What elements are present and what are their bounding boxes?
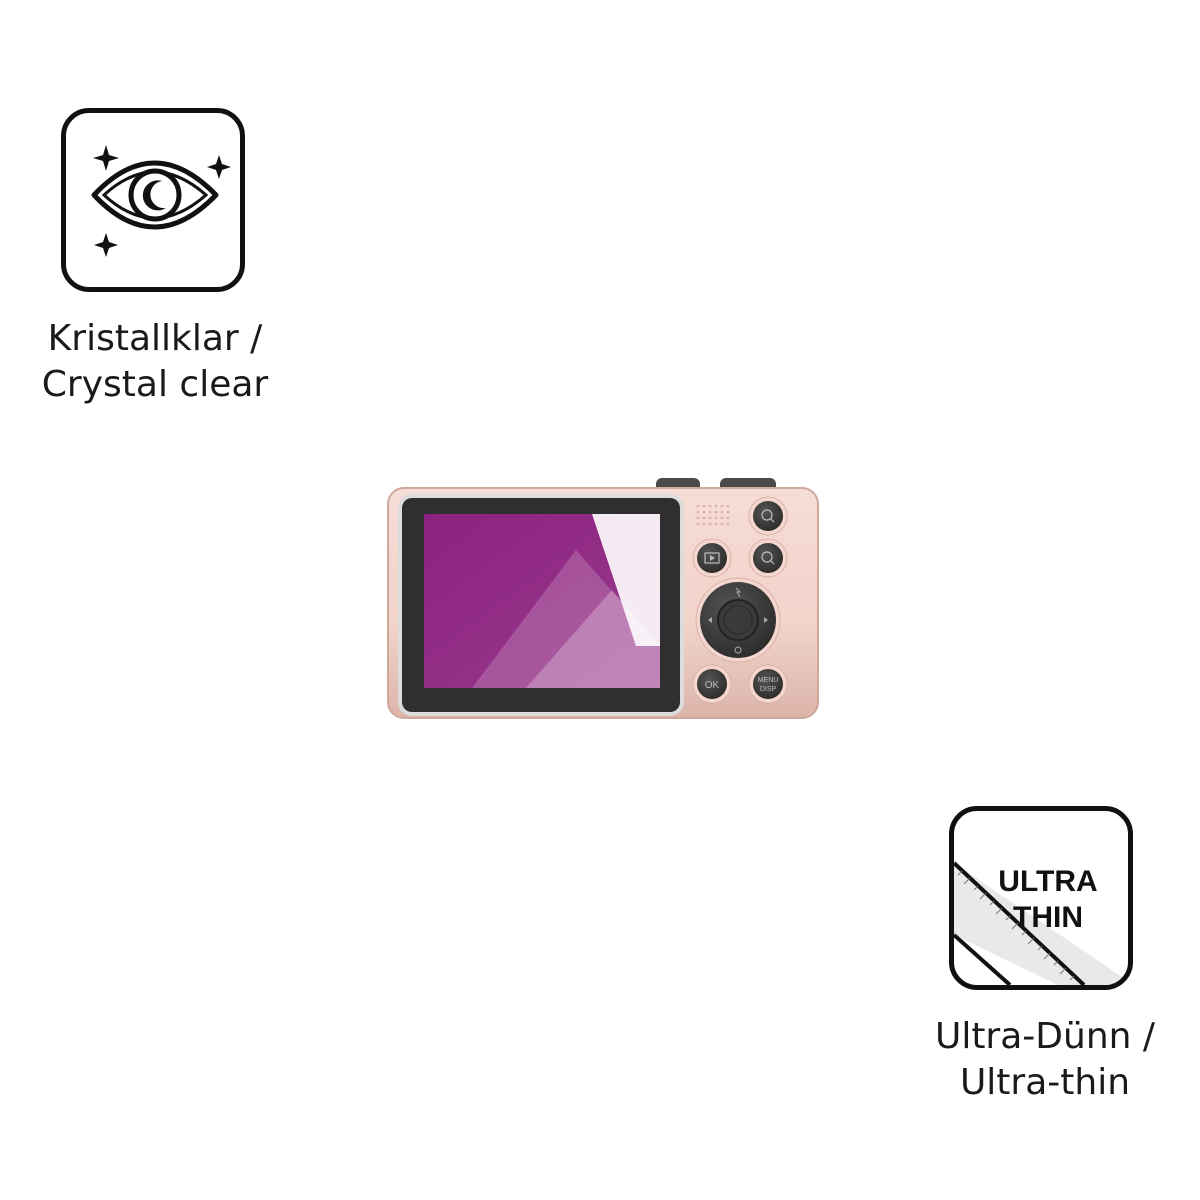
ultra-thin-badge: ULTRA THIN (949, 806, 1133, 990)
ruler-film-icon (954, 861, 1128, 985)
caption-line-1: Kristallklar / (47, 318, 263, 359)
speaker-grille (696, 504, 730, 526)
caption-line-2: Crystal clear (41, 364, 269, 405)
ultra-thin-caption: Ultra-Dünn / Ultra-thin (915, 1014, 1175, 1106)
ultra-label-line-2: THIN (1013, 901, 1083, 934)
caption-line-1: Ultra-Dünn / (934, 1016, 1156, 1057)
menu-button-label: MENU (758, 677, 779, 684)
ok-button-label: OK (705, 680, 720, 691)
ultra-thin-label: ULTRA THIN (988, 864, 1108, 936)
disp-button-label: DISP (760, 686, 777, 693)
crystal-clear-badge (61, 108, 245, 292)
camera-illustration: OK MENU DISP (387, 478, 819, 719)
crystal-clear-caption: Kristallklar / Crystal clear (30, 316, 280, 408)
caption-line-2: Ultra-thin (959, 1062, 1131, 1103)
ultra-label-line-1: ULTRA (998, 865, 1098, 898)
eye-sparkle-icon (91, 145, 231, 257)
